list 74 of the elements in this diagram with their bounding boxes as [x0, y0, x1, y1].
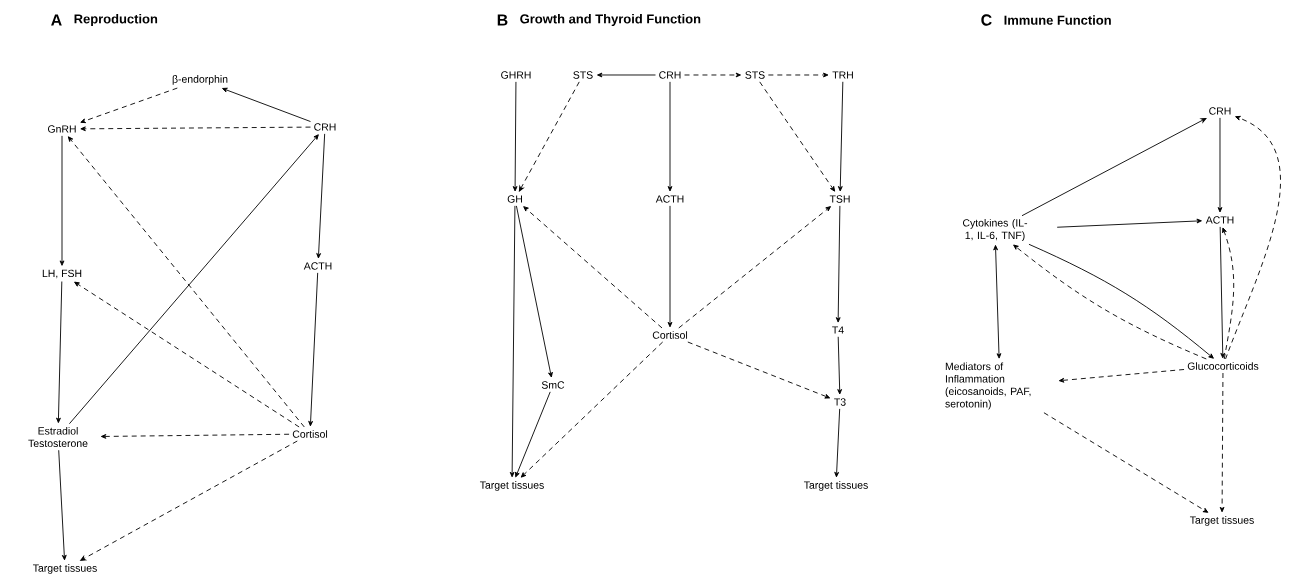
panel-letter: B [497, 14, 508, 26]
arrow [667, 205, 673, 328]
node-label: STS [745, 71, 765, 79]
arrow [687, 341, 831, 399]
arrow [1056, 218, 1202, 228]
node-label: STS [573, 71, 593, 79]
arrow [512, 81, 518, 192]
arrow [1225, 115, 1281, 360]
arrow [308, 272, 319, 427]
arrow [1219, 372, 1225, 513]
node-label: CRH [659, 71, 681, 79]
node-label: GH [507, 195, 522, 203]
arrow [74, 281, 300, 428]
node-label: Target tissues [33, 564, 97, 574]
node-label: Cortisol [652, 331, 688, 339]
node-label: GHRH [501, 71, 531, 79]
arrow [518, 81, 580, 192]
arrow [993, 244, 1002, 359]
node-label: GnRH [48, 125, 76, 133]
arrow [80, 126, 311, 132]
panel-title: Growth and Thyroid Function [520, 13, 701, 27]
arrow [1058, 369, 1185, 383]
node-label: LH, FSH [42, 269, 82, 279]
arrow [520, 341, 664, 478]
arrow [835, 205, 841, 323]
node-label: TRH [832, 71, 853, 79]
node-label: Target tissues [803, 481, 868, 491]
node-label: Target tissues [1189, 516, 1254, 526]
node-label: Cytokines (IL-1, IL-6, TNF) [963, 218, 1028, 242]
arrow [59, 135, 65, 266]
arrow [56, 281, 63, 424]
arrow [509, 205, 516, 478]
node-label: SmC [541, 381, 565, 389]
node-label: Estradiol Testosterone [28, 426, 88, 448]
arrow [759, 81, 836, 192]
node-label: TSH [829, 195, 850, 203]
arrow [316, 133, 326, 259]
arrow [1217, 117, 1223, 213]
arrow [100, 433, 290, 439]
node-label: ACTH [1205, 216, 1234, 224]
arrow [80, 440, 298, 561]
arrow [767, 72, 829, 78]
node-label: Mediators of Inflammation (eicosanoids, PAF, serotonin) [945, 362, 1031, 410]
arrow [678, 206, 831, 329]
node-label: Target tissues [479, 481, 544, 491]
arrow [1021, 117, 1207, 217]
arrow [597, 72, 656, 78]
node-label: T4 [832, 326, 844, 334]
arrow [222, 87, 311, 122]
node-label: Cortisol [292, 430, 328, 438]
node-label: ACTH [655, 195, 684, 203]
panel-letter: A [51, 14, 62, 26]
arrow [684, 72, 741, 78]
panel-title: Immune Function [1004, 15, 1111, 25]
arrow [515, 391, 551, 478]
node-label: Glucocorticoids [1187, 362, 1259, 370]
panel-letter: C [981, 14, 992, 26]
arrow [667, 81, 673, 192]
node-label: CRH [314, 123, 336, 131]
node-label: CRH [1209, 107, 1231, 115]
node-label: T3 [834, 398, 846, 406]
arrow [834, 408, 841, 478]
panel-title: Reproduction [74, 13, 158, 27]
arrow [80, 87, 178, 124]
arrow [58, 449, 67, 561]
node-label: ACTH [303, 262, 332, 270]
arrow [523, 206, 663, 329]
arrow [1222, 227, 1235, 360]
node-label: β-endorphin [172, 75, 228, 85]
arrow [837, 81, 844, 192]
arrow [1043, 412, 1209, 513]
arrow [837, 336, 843, 395]
arrow [515, 205, 553, 378]
arrow [1219, 226, 1226, 359]
